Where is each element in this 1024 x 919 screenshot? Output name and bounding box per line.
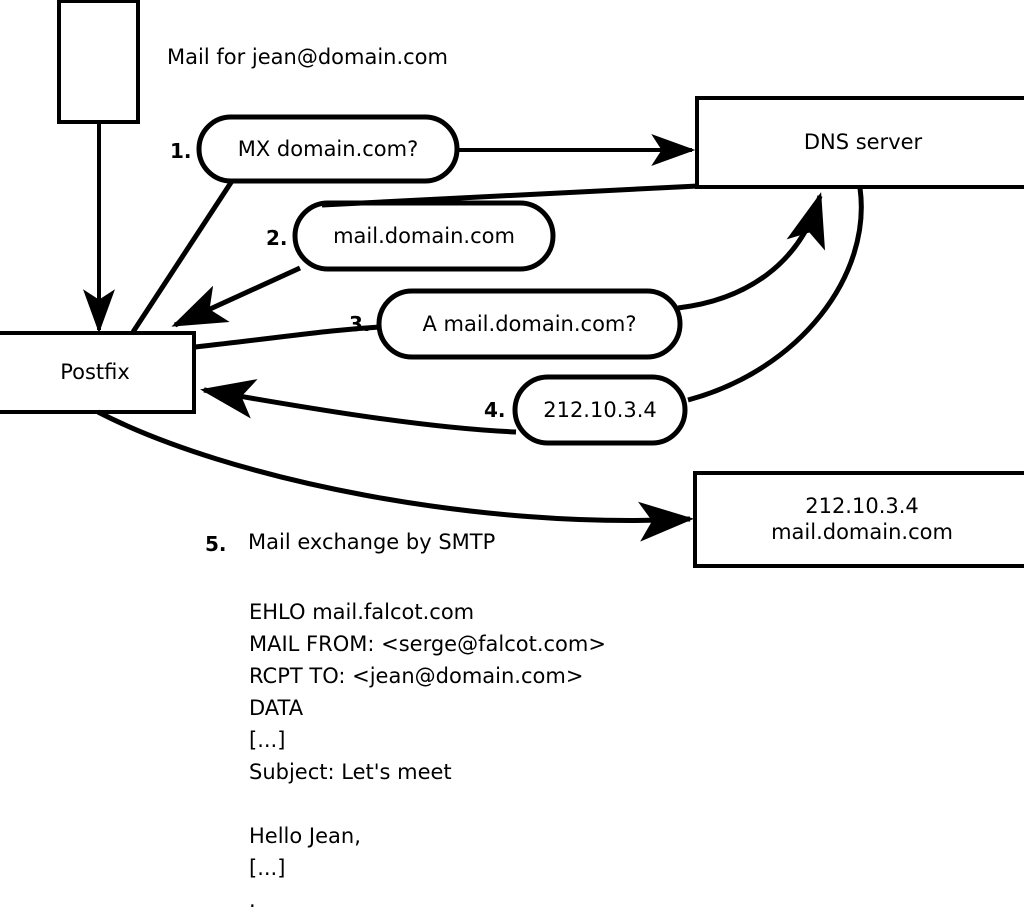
smtp-transcript-line: DATA [249, 696, 304, 720]
step-4-number: 4. [484, 398, 506, 422]
sender-box [57, 0, 140, 124]
connector-dns-to-step4-tail [687, 187, 864, 403]
step-2-bubble [292, 200, 556, 272]
step-4-bubble [512, 374, 688, 446]
dns-server-box [695, 96, 1024, 189]
smtp-transcript-line: . [249, 888, 256, 912]
connector-step3-to-dns [677, 192, 825, 311]
smtp-transcript-line: [...] [249, 856, 286, 880]
remote-mail-server-box [693, 471, 1024, 568]
step-1-number: 1. [170, 139, 192, 163]
smtp-transcript: EHLO mail.falcot.com MAIL FROM: <serge@f… [249, 596, 749, 916]
smtp-transcript-line: [...] [249, 728, 286, 752]
connector-step4-to-postfix [200, 379, 517, 435]
smtp-transcript-line: MAIL FROM: <serge@falcot.com> [249, 632, 606, 656]
step-5-label: Mail exchange by SMTP [248, 530, 496, 554]
smtp-transcript-line: EHLO mail.falcot.com [249, 600, 475, 624]
connector-postfix-to-step3 [194, 324, 381, 350]
caption-mail-for: Mail for jean@domain.com [167, 45, 448, 69]
step-3-bubble [376, 288, 683, 360]
connector-postfix-to-remote-smtp [96, 409, 694, 542]
step-2-number: 2. [266, 226, 288, 250]
postfix-box [0, 331, 196, 414]
step-1-bubble [196, 114, 460, 184]
connector-step2-to-postfix [171, 265, 302, 328]
connector-step1-tail-to-postfix [130, 179, 235, 334]
smtp-transcript-blank-line [249, 788, 749, 820]
step-5-number: 5. [205, 532, 227, 556]
smtp-transcript-line: Hello Jean, [249, 824, 361, 848]
connector-dns-to-step2-tail [321, 183, 699, 208]
step-3-number: 3. [349, 312, 371, 336]
smtp-transcript-line: Subject: Let's meet [249, 760, 452, 784]
smtp-transcript-line: RCPT TO: <jean@domain.com> [249, 664, 584, 688]
